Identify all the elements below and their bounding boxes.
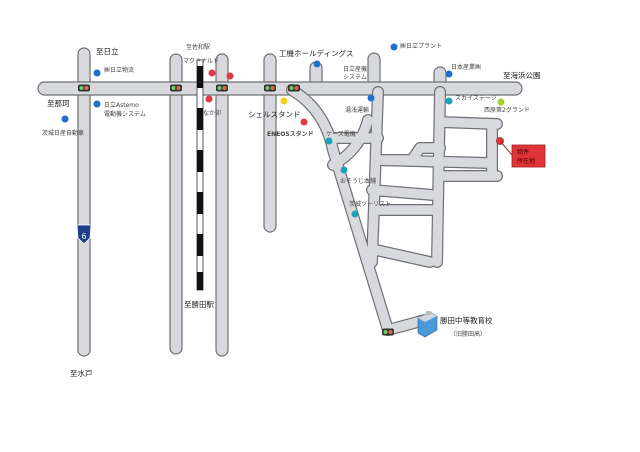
place-label: 西原第2グランド bbox=[484, 106, 530, 114]
traffic-signal-icon bbox=[264, 84, 276, 92]
marker-icon bbox=[351, 210, 359, 218]
property-label-line2: 所在地 bbox=[517, 157, 535, 165]
direction-hitachi: 至日立 bbox=[96, 46, 119, 56]
marker-icon bbox=[61, 115, 69, 123]
marker-icon bbox=[280, 97, 288, 105]
traffic-signal-icon bbox=[216, 84, 228, 92]
place-label: ENEOSスタンド bbox=[267, 130, 314, 138]
marker-icon bbox=[205, 95, 213, 103]
direction-labels: 至日立 至佐和駅 至那珂 至海浜公園 至勝田駅 至水戸 bbox=[47, 43, 541, 378]
place-label: スカイステージ bbox=[455, 95, 497, 102]
property-callout bbox=[511, 144, 546, 168]
marker-icon bbox=[226, 72, 234, 80]
road-east-vertical bbox=[215, 53, 229, 357]
direction-naka: 至那珂 bbox=[47, 99, 70, 108]
route-6-sign-icon: 6 bbox=[76, 224, 92, 245]
direction-katsuta-station: 至勝田駅 bbox=[184, 299, 214, 309]
direction-sawa-station: 至佐和駅 bbox=[186, 43, 210, 51]
roads bbox=[37, 47, 523, 357]
traffic-signal-icon bbox=[382, 328, 394, 336]
traffic-signal-icon bbox=[288, 84, 300, 92]
marker-icon bbox=[445, 70, 453, 78]
traffic-signal-icon bbox=[170, 84, 182, 92]
place-label: おそうじ本舗 bbox=[340, 177, 376, 185]
place-label: システム bbox=[343, 74, 367, 81]
place-label: 日立産機 bbox=[343, 65, 367, 73]
direction-kaihin-park: 至海浜公園 bbox=[503, 70, 541, 80]
place-label: 日本産業㈱ bbox=[451, 63, 481, 71]
school: 勝田中等教育校 （旧勝田高） bbox=[417, 311, 493, 338]
traffic-signal-icon bbox=[78, 84, 90, 92]
marker-icon bbox=[340, 166, 348, 174]
place-label: 電動機システム bbox=[104, 110, 146, 118]
railway bbox=[196, 59, 204, 291]
marker-icon bbox=[445, 97, 453, 105]
direction-mito: 至水戸 bbox=[70, 368, 93, 378]
road-west-vertical bbox=[77, 47, 91, 357]
place-label: 工機ホールディングス bbox=[279, 48, 353, 58]
route-number: 6 bbox=[81, 232, 86, 241]
place-markers: ㈱日立物流 日立Astemo 電動機システム 茨城日産自動車 マクドナルド なか… bbox=[42, 42, 530, 218]
marker-icon bbox=[313, 60, 321, 68]
place-label: 茨城ツーリスト bbox=[349, 200, 391, 208]
property-location: 物件 所在地 bbox=[496, 137, 546, 168]
road-main-horizontal bbox=[37, 81, 523, 96]
place-label: マクドナルド bbox=[183, 58, 219, 65]
school-name: 勝田中等教育校 bbox=[440, 315, 493, 325]
place-label: なか卯 bbox=[203, 109, 221, 117]
place-label: ケーズ電機 bbox=[326, 130, 356, 138]
marker-icon bbox=[208, 69, 216, 77]
place-label: ㈱日立プラント bbox=[400, 42, 442, 50]
place-label: 日立Astemo bbox=[104, 101, 139, 109]
marker-icon bbox=[300, 118, 308, 126]
road-center-vertical bbox=[169, 53, 183, 355]
marker-icon bbox=[497, 98, 505, 106]
road-fourth-vertical bbox=[263, 53, 277, 233]
marker-icon bbox=[93, 100, 101, 108]
property-label-line1: 物件 bbox=[517, 148, 529, 156]
marker-icon bbox=[325, 137, 333, 145]
marker-icon bbox=[390, 43, 398, 51]
school-building-icon bbox=[417, 311, 438, 338]
place-label: 湯浅運輸 bbox=[345, 106, 369, 114]
traffic-signals bbox=[78, 84, 394, 336]
school-old-name: （旧勝田高） bbox=[450, 330, 486, 338]
place-label: シェルスタンド bbox=[248, 110, 301, 119]
marker-icon bbox=[367, 94, 375, 102]
place-label: ㈱日立物流 bbox=[104, 66, 134, 74]
marker-icon bbox=[93, 69, 101, 77]
place-label: 茨城日産自動車 bbox=[42, 129, 84, 137]
